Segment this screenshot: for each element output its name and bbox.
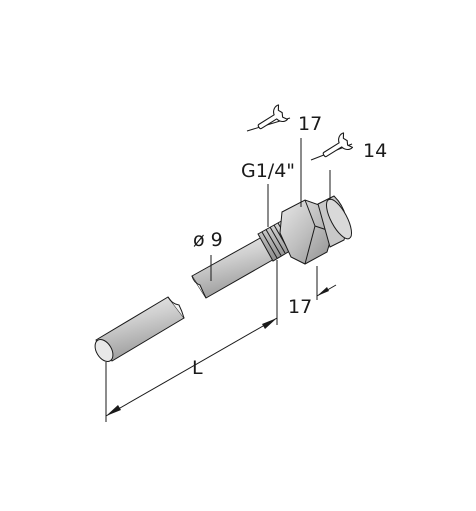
- arrowhead: [262, 318, 277, 329]
- dimension-thread-length: 17: [288, 266, 337, 318]
- wrench-icon: [322, 132, 354, 158]
- cap-end-face: [325, 198, 353, 240]
- length-label: L: [192, 357, 203, 379]
- thermowell-body: [94, 195, 353, 362]
- rod-lower-segment: [94, 296, 185, 362]
- thread-length-label: 17: [288, 296, 312, 318]
- dimension-line-L: [105, 317, 278, 417]
- wrench-size-hex-label: 17: [298, 113, 322, 135]
- dimension-wrench-hex: 17: [246, 104, 322, 207]
- wrench-icon: [257, 104, 289, 130]
- rod-break-upper: [191, 275, 207, 299]
- rod-tip-face: [94, 339, 114, 362]
- wrench-size-cap-label: 14: [363, 140, 387, 162]
- hex-nut: [279, 199, 334, 265]
- dimension-diameter: ø 9: [193, 229, 223, 281]
- cap-section: [317, 195, 353, 248]
- diameter-label: ø 9: [193, 229, 223, 251]
- dimension-thread: G1/4": [241, 160, 295, 227]
- thread-label: G1/4": [241, 160, 295, 182]
- arrowhead: [106, 405, 121, 416]
- arrowhead: [317, 287, 329, 296]
- dimension-wrench-cap: 14: [310, 132, 387, 200]
- rod-break-lower: [167, 296, 185, 319]
- dimension-length-L: L: [105, 260, 278, 422]
